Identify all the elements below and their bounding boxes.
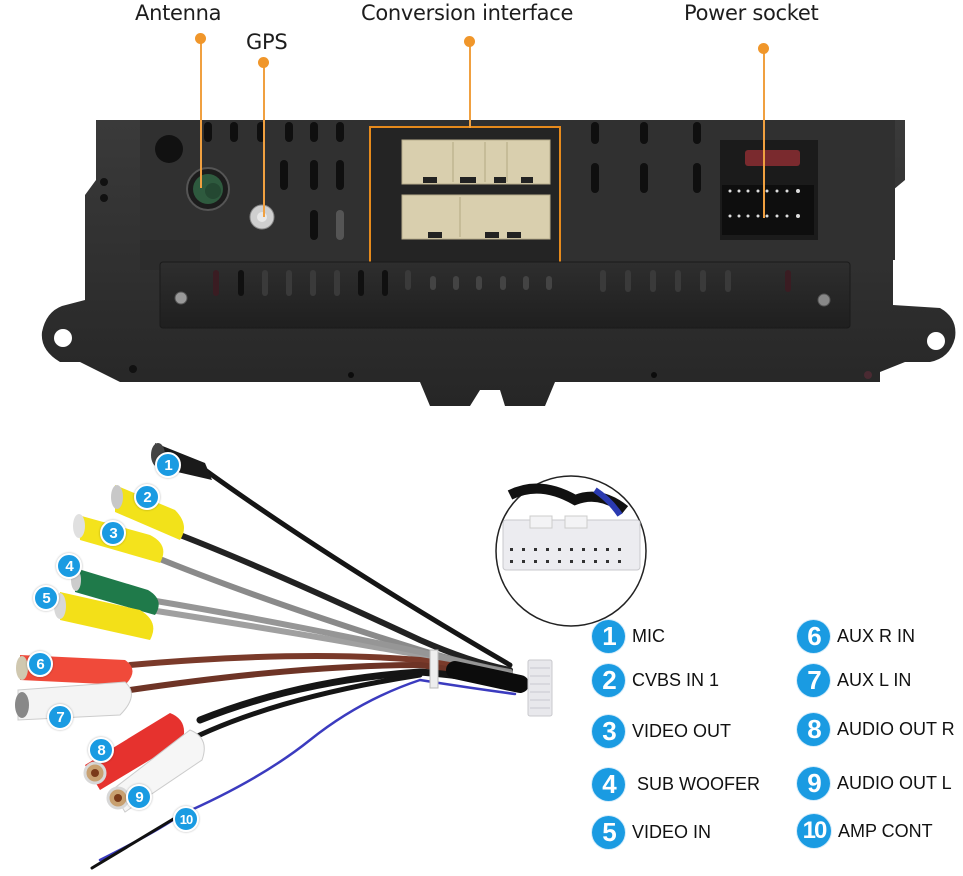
harness-tag-9: 9 bbox=[126, 784, 152, 810]
legend-item-video-out: 3 VIDEO OUT bbox=[592, 715, 731, 748]
legend-label-sub-woofer: SUB WOOFER bbox=[637, 774, 761, 794]
legend-item-aux-r-in: 6 AUX R IN bbox=[797, 620, 915, 653]
legend-label-cvbs-in-1: CVBS IN 1 bbox=[632, 670, 720, 690]
legend-badge-8: 8 bbox=[797, 713, 830, 746]
legend-item-mic: 1 MIC bbox=[592, 620, 665, 653]
legend-label-audio-out-r: AUDIO OUT R bbox=[837, 719, 955, 739]
legend-label-video-out: VIDEO OUT bbox=[632, 721, 732, 741]
legend-label-aux-r-in: AUX R IN bbox=[837, 626, 916, 646]
harness-tag-10: 10 bbox=[173, 806, 199, 832]
legend-badge-6: 6 bbox=[797, 620, 830, 653]
harness-tag-1: 1 bbox=[155, 452, 181, 478]
callout-gps-label: GPS bbox=[246, 30, 288, 54]
legend-item-sub-woofer: 4 SUB WOOFER bbox=[592, 768, 760, 801]
callout-conversion-interface-label: Conversion interface bbox=[361, 1, 574, 25]
rca-plug-cvbs-in-1 bbox=[111, 485, 184, 540]
legend-item-aux-l-in: 7 AUX L IN bbox=[797, 664, 911, 697]
connector-detail-inset bbox=[495, 475, 647, 627]
harness-tag-3: 3 bbox=[100, 520, 126, 546]
legend-item-audio-out-r: 8 AUDIO OUT R bbox=[797, 713, 955, 746]
lower-vent-plate bbox=[159, 261, 851, 329]
antenna-socket bbox=[186, 167, 230, 211]
gps-socket bbox=[249, 204, 275, 230]
legend-label-amp-cont: AMP CONT bbox=[838, 820, 933, 841]
legend-badge-4: 4 bbox=[592, 768, 625, 801]
power-socket-leader-dot bbox=[758, 43, 769, 54]
callout-antenna-label: Antenna bbox=[135, 1, 222, 25]
legend-label-audio-out-l: AUDIO OUT L bbox=[837, 773, 952, 793]
legend-item-video-in: 5 VIDEO IN bbox=[592, 816, 711, 849]
wiring-harness bbox=[90, 467, 529, 870]
legend-item-amp-cont: 10 AMP CONT bbox=[797, 814, 933, 848]
legend-label-video-in: VIDEO IN bbox=[632, 822, 712, 842]
legend-badge-10: 10 bbox=[797, 814, 831, 848]
legend-badge-2: 2 bbox=[592, 664, 625, 697]
rca-plug-aux-l-in bbox=[15, 681, 132, 721]
harness-tag-5: 5 bbox=[33, 585, 59, 611]
legend-item-audio-out-l: 9 AUDIO OUT L bbox=[797, 767, 952, 800]
power-socket-leader-line bbox=[763, 48, 765, 218]
antenna-leader-dot bbox=[195, 33, 206, 44]
legend-badge-1: 1 bbox=[592, 620, 625, 653]
legend-label-aux-l-in: AUX L IN bbox=[837, 670, 912, 690]
harness-tag-4: 4 bbox=[56, 553, 82, 579]
antenna-leader-line bbox=[200, 38, 202, 188]
harness-tag-8: 8 bbox=[88, 737, 114, 763]
callout-power-socket-label: Power socket bbox=[684, 1, 819, 25]
rca-plug-audio-out-r bbox=[83, 713, 185, 790]
legend-badge-5: 5 bbox=[592, 816, 625, 849]
harness-tag-6: 6 bbox=[27, 651, 53, 677]
legend-badge-7: 7 bbox=[797, 664, 830, 697]
conversion-interface-leader-dot bbox=[464, 36, 475, 47]
legend-badge-9: 9 bbox=[797, 767, 830, 800]
harness-tag-7: 7 bbox=[47, 704, 73, 730]
conversion-interface-leader-line bbox=[469, 42, 471, 128]
gps-leader-dot bbox=[258, 57, 269, 68]
legend-item-cvbs-in-1: 2 CVBS IN 1 bbox=[592, 664, 719, 697]
conversion-interface-connectors bbox=[369, 126, 561, 266]
harness-tag-2: 2 bbox=[134, 484, 160, 510]
harness-connector bbox=[527, 659, 553, 717]
legend-label-mic: MIC bbox=[632, 626, 665, 646]
gps-leader-line bbox=[263, 62, 265, 217]
legend-badge-3: 3 bbox=[592, 715, 625, 748]
power-socket bbox=[720, 140, 818, 240]
